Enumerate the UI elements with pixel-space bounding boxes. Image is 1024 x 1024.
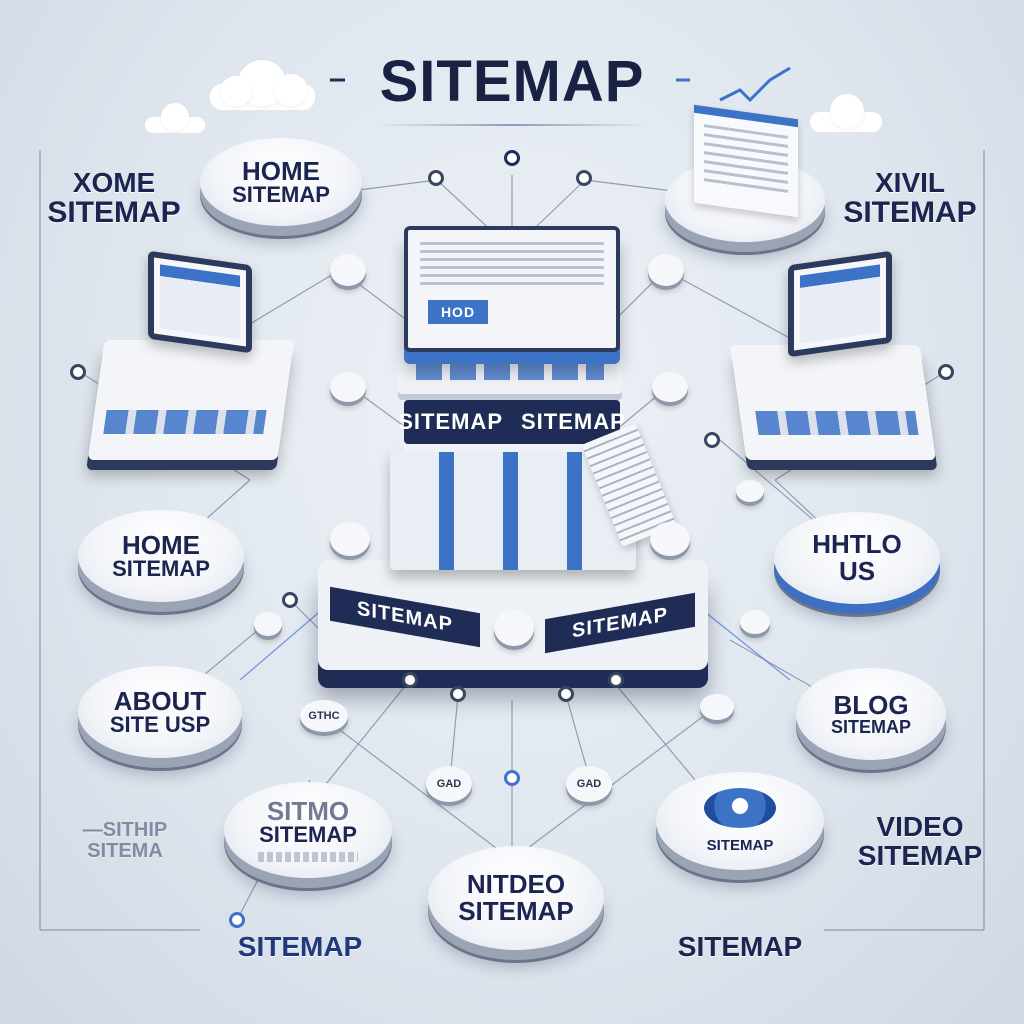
chip-icon[interactable]	[330, 522, 370, 556]
tower-middle-tier	[398, 350, 622, 394]
chip-icon[interactable]	[330, 372, 366, 402]
cloud-icon	[145, 103, 205, 133]
node-dot[interactable]	[70, 364, 86, 380]
node-dot[interactable]	[576, 170, 592, 186]
cloud-icon	[810, 94, 882, 132]
chip-icon[interactable]	[652, 372, 688, 402]
node-dot[interactable]	[229, 912, 245, 928]
page-title: SITEMAP	[379, 49, 645, 114]
pad-hhtlo-us[interactable]: HHTLO US	[774, 512, 940, 604]
chip-gad-left[interactable]: GAD	[426, 766, 472, 802]
chip-icon[interactable]	[494, 610, 534, 646]
chip-icon[interactable]	[330, 254, 366, 286]
node-dot[interactable]	[450, 686, 466, 702]
chip-gad-right[interactable]: GAD	[566, 766, 612, 802]
pad-blog-sitemap[interactable]: BLOG SITEMAP	[796, 668, 946, 760]
chip-icon[interactable]	[650, 522, 690, 556]
node-dot[interactable]	[402, 672, 418, 688]
title-underline	[376, 124, 648, 126]
cloud-icon	[210, 58, 315, 110]
node-dot[interactable]	[558, 686, 574, 702]
right-monitor-icon	[788, 250, 892, 358]
pad-home-sitemap[interactable]: HOME SITEMAP	[78, 510, 244, 602]
chip-icon[interactable]	[254, 612, 282, 636]
left-server-station	[87, 340, 295, 460]
pad-home-sitemap-top[interactable]: HOME SITEMAP	[200, 138, 362, 226]
label-xml-sitemap: XIVIL SITEMAP	[843, 167, 977, 230]
node-dot[interactable]	[504, 770, 520, 786]
node-dot[interactable]	[282, 592, 298, 608]
label-xome-sitemap: XOME SITEMAP	[47, 167, 181, 230]
tower-top-box: HOD	[404, 226, 620, 352]
label-faded-sitemap: —SITHIP SITEMA	[82, 819, 168, 862]
node-dot[interactable]	[938, 364, 954, 380]
tower-tier-label: SITEMAP SITEMAP	[398, 400, 625, 444]
node-dot[interactable]	[428, 170, 444, 186]
left-monitor-icon	[148, 250, 252, 354]
label-sitemap-right: SITEMAP	[677, 931, 803, 962]
right-server-station	[729, 345, 937, 460]
chip-icon[interactable]	[736, 480, 764, 502]
chip-icon[interactable]	[740, 610, 770, 634]
document-icon	[694, 104, 798, 218]
pad-sitmo-sitemap[interactable]: SITMO SITEMAP	[224, 782, 392, 878]
pad-video-sitemap[interactable]: SITEMAP	[656, 772, 824, 870]
chip-icon[interactable]	[648, 254, 684, 286]
pad-about-site[interactable]: ABOUT SITE USP	[78, 666, 242, 758]
node-dot[interactable]	[504, 150, 520, 166]
chip-icon[interactable]	[700, 694, 734, 720]
video-logo-icon	[704, 788, 776, 829]
node-dot[interactable]	[608, 672, 624, 688]
node-dot[interactable]	[704, 432, 720, 448]
chip-gthc[interactable]: GTHC	[300, 700, 348, 732]
label-video-sitemap: VIDEO SITEMAP	[857, 811, 983, 872]
pad-nitdeo-sitemap[interactable]: NITDEO SITEMAP	[428, 846, 604, 950]
label-sitemap-left: SITEMAP	[237, 931, 363, 962]
